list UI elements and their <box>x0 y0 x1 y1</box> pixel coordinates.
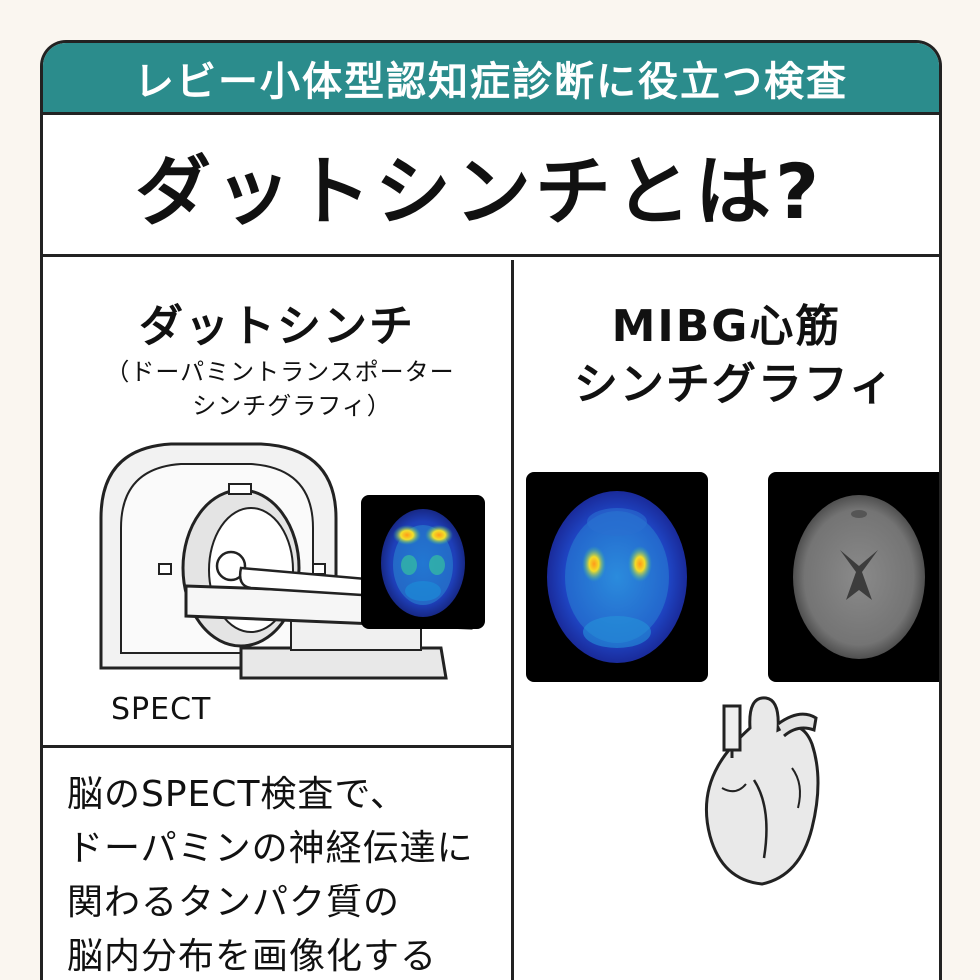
column-divider <box>511 260 514 980</box>
brain-scan-gray-icon <box>768 472 939 682</box>
datscan-panel: ダットシンチ （ドーパミントランスポーター シンチグラフィ） <box>43 260 511 745</box>
description-line: 関わるタンパク質の <box>67 882 401 923</box>
page-title: ダットシンチとは? <box>43 115 939 257</box>
datscan-heading: ダットシンチ <box>139 301 415 352</box>
info-card: レビー小体型認知症診断に役立つ検査 ダットシンチとは? ダットシンチ （ドーパミ… <box>40 40 942 980</box>
brain-scan-color-icon <box>361 495 485 629</box>
mibg-heading-line1: MIBG心筋 <box>611 301 842 352</box>
description-line: 脳内分布を画像化する <box>67 936 438 977</box>
content-columns: ダットシンチ （ドーパミントランスポーター シンチグラフィ） <box>43 260 939 980</box>
mibg-heading-line2: シンチグラフィ <box>573 359 896 410</box>
datscan-description: 脳のSPECT検査で、 ドーパミンの神経伝達に 関わるタンパク質の 脳内分布を画… <box>43 745 511 980</box>
brain-scan-color-icon <box>526 472 708 682</box>
datscan-subtitle-line1: （ドーパミントランスポーター <box>105 358 455 386</box>
mibg-panel: MIBG心筋 シンチグラフィ <box>514 260 939 980</box>
heart-icon <box>704 696 820 886</box>
description-line: 脳のSPECT検査で、 <box>67 774 407 815</box>
description-line: ドーパミンの神経伝達に <box>67 828 474 869</box>
spect-label: SPECT <box>111 692 212 727</box>
header-banner: レビー小体型認知症診断に役立つ検査 <box>43 43 939 115</box>
datscan-subtitle-line2: シンチグラフィ） <box>192 392 392 420</box>
